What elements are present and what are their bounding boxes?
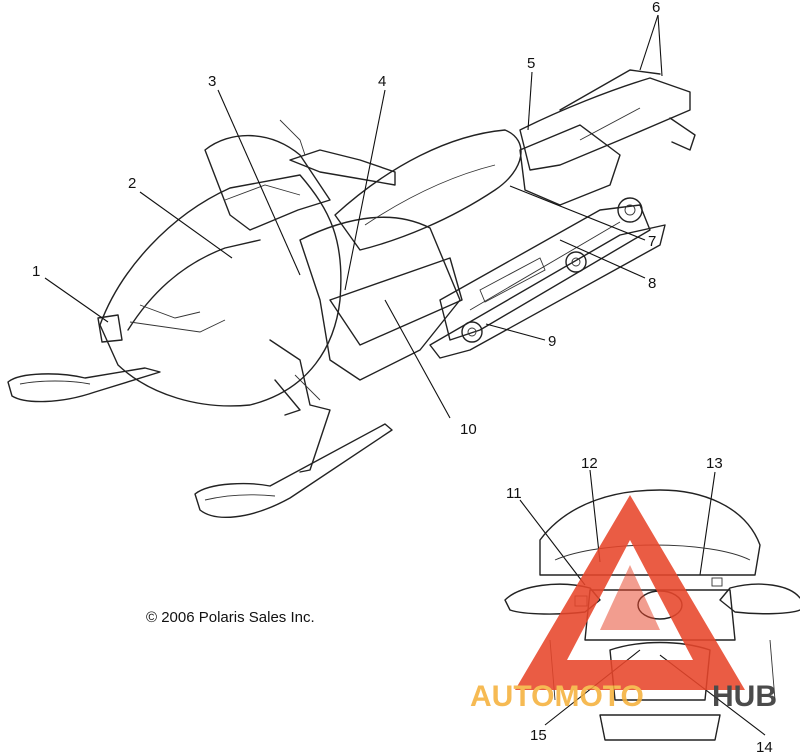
callout-10: 10	[460, 421, 477, 438]
callout-5: 5	[527, 55, 535, 72]
automotohub-logo: AUTOMOTO HUB	[470, 495, 777, 713]
callout-15: 15	[530, 727, 547, 744]
callout-13: 13	[706, 455, 723, 472]
callout-9: 9	[548, 333, 556, 350]
callout-8: 8	[648, 275, 656, 292]
callout-4: 4	[378, 73, 386, 90]
callout-3: 3	[208, 73, 216, 90]
callout-2: 2	[128, 175, 136, 192]
callout-1: 1	[32, 263, 40, 280]
callout-12: 12	[581, 455, 598, 472]
callout-11: 11	[506, 485, 522, 502]
logo-triangle	[515, 495, 745, 690]
callout-14: 14	[756, 739, 773, 756]
logo-text-left: AUTOMOTO	[470, 680, 644, 713]
callout-labels: 1 2 3 4 5 6 7 8 9 10 11 12 13 14 15	[32, 0, 773, 756]
callout-6: 6	[652, 0, 660, 16]
copyright-text: © 2006 Polaris Sales Inc.	[146, 609, 315, 626]
logo-text-right: HUB	[712, 680, 777, 713]
snowmobile-drawing	[7, 69, 696, 518]
callout-7: 7	[648, 233, 656, 250]
